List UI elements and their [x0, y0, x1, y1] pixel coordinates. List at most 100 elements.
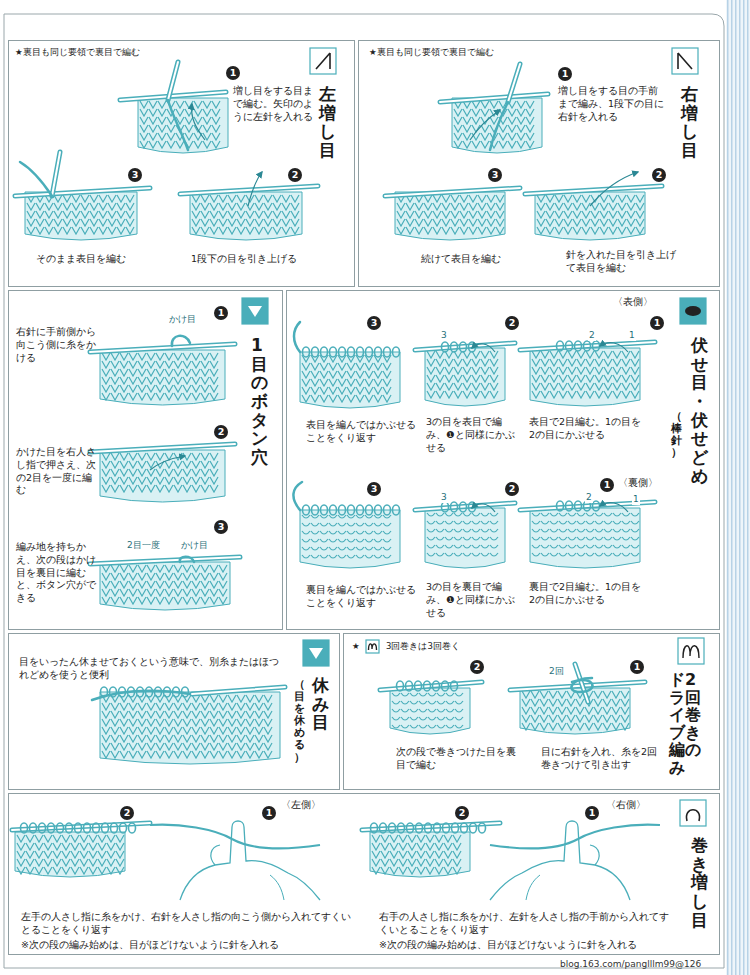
callout-number: 2	[120, 806, 134, 820]
side-label: 〈左側〉	[280, 799, 322, 810]
step-caption: 編み地を持ちかえ、次の段はかけ目を裏目に編むと、ボタン穴ができる	[16, 541, 96, 605]
stitch-loops	[21, 823, 136, 833]
note-text: 3回巻きは3回巻く	[386, 641, 460, 651]
knitting-needle	[90, 344, 235, 352]
motion-arrow	[590, 172, 638, 206]
chart-symbol	[366, 640, 379, 653]
callout-number: 1	[262, 806, 276, 820]
hand-drawing	[490, 821, 660, 900]
callout-number: 1	[585, 806, 599, 820]
hand-drawing	[150, 821, 320, 900]
step-caption: 左手の人さし指に糸をかけ、右針を人さし指の向こう側から入れてすくいとることをくり…	[21, 911, 351, 937]
illustration	[4, 0, 750, 975]
step-caption: 次の段で巻きつけた目を裏目で編む	[396, 746, 516, 772]
knitting-needle	[510, 682, 645, 690]
callout-number: 3	[214, 520, 228, 534]
step-caption: 1段下の目を引き上げる	[191, 253, 336, 266]
vertical-title: 右増し目	[681, 85, 698, 160]
technique-panel: 右増し目★裏目も同じ要領で裏目で編む増し目をする目の手前まで編み、1段下の目に右…	[358, 40, 720, 287]
step-caption: 右手の人さし指に糸をかけ、左針を人さし指の手前から入れてすくいとることをくり返す	[379, 911, 669, 937]
part-label: 3	[440, 330, 448, 341]
step-caption: ★裏目も同じ要領で裏目で編む	[15, 47, 245, 58]
chart-symbol	[242, 298, 268, 324]
callout-number: 2	[455, 806, 469, 820]
knitting-needle	[415, 503, 515, 510]
knit-swatch	[138, 98, 228, 153]
knit-swatch	[520, 688, 630, 734]
knit-swatch	[190, 192, 302, 240]
stitch-loops	[557, 341, 600, 351]
stitch-loops	[442, 342, 476, 352]
yarn	[172, 336, 190, 346]
part-label: 2回	[548, 666, 565, 677]
step-caption: 右針に手前側から向こう側に糸をかける	[16, 326, 96, 364]
motion-arrow	[472, 344, 495, 352]
knitting-needle	[575, 664, 588, 702]
motion-arrow	[470, 110, 500, 140]
chart-symbol	[672, 48, 698, 74]
step-caption: 3の目を裏目で編み、❶と同様にかぶせる	[426, 581, 521, 619]
stitch-loops	[397, 681, 458, 691]
yarn	[20, 162, 52, 196]
step-caption: 増し目をする目まで編む。矢印のように左針を入れる	[233, 85, 315, 123]
knit-swatch	[390, 688, 470, 734]
step-caption: 針を入れた目を引き上げて表目を編む	[566, 249, 681, 275]
yarn	[180, 557, 194, 562]
callout-number: 3	[488, 168, 502, 182]
knitting-needle	[415, 343, 515, 350]
watermark: blog.163.com/panglllm99@126	[560, 959, 701, 970]
knit-swatch	[530, 508, 640, 568]
step-caption: 表目で2目編む。1の目を2の目にかぶせる	[529, 416, 647, 442]
callout-number: 1	[600, 478, 614, 492]
step-caption: ※次の段の編み始めは、目がほどけないように針を入れる	[21, 939, 351, 952]
step-caption: 表目を編んではかぶせることをくり返す	[306, 419, 416, 445]
knit-swatch	[535, 192, 645, 240]
technique-panel: 2回巻きのドライブ編み目に右針を入れ、糸を2回巻きつけて引き出す次の段で巻きつけ…	[343, 633, 720, 790]
side-stripes	[726, 0, 750, 975]
technique-panel: 休み目 （目を休める） 目をいったん休ませておくという意味で、別糸またはほつれどめを…	[8, 633, 340, 790]
callout-number: 3	[367, 316, 381, 330]
knit-swatch	[100, 450, 225, 502]
step-caption: 目をいったん休ませておくという意味で、別糸またはほつれどめを使うと便利	[19, 656, 284, 682]
part-label: 2	[588, 330, 596, 341]
knit-swatch	[100, 562, 230, 610]
vertical-title: （目を休める）	[294, 679, 305, 764]
vertical-title: 1目のボタン穴	[251, 336, 268, 467]
knitting-needle	[180, 186, 318, 194]
motion-arrow	[248, 172, 262, 206]
knitting-needle	[380, 682, 482, 690]
knitting-needle	[440, 94, 548, 102]
yarn	[293, 482, 302, 510]
vertical-title: 休み目	[312, 676, 329, 732]
step-caption: ★裏目も同じ要領で裏目で編む	[369, 47, 599, 58]
step-caption: 裏目を編んではかぶせることをくり返す	[306, 584, 416, 610]
motion-arrow	[150, 456, 185, 470]
note-text: ★	[352, 641, 360, 651]
step-caption: 3の目を表目で編み、❶と同様にかぶせる	[426, 416, 521, 454]
vertical-title: 伏せ目・伏せどめ	[691, 336, 708, 486]
part-label: 2	[585, 492, 593, 503]
yarn	[294, 322, 300, 352]
yarn	[168, 100, 188, 150]
knitting-needle	[525, 186, 662, 194]
knit-swatch	[15, 832, 125, 877]
knitting-needle	[90, 557, 240, 564]
knitting-needle	[120, 92, 226, 100]
yarn	[490, 102, 508, 150]
step-caption: 続けて表目を編む	[421, 253, 531, 266]
part-label: 2目一度	[126, 540, 161, 551]
knit-swatch	[300, 352, 400, 408]
step-caption: 目に右針を入れ、糸を2回巻きつけて引き出す	[541, 746, 661, 772]
yarn	[92, 691, 190, 700]
technique-panel: 伏せ目・伏せどめ（棒針）表目で2目編む。1の目を2の目にかぶせる3の目を表目で編…	[286, 290, 720, 630]
part-label: 3	[440, 492, 448, 503]
callout-number: 1	[630, 660, 644, 674]
knit-swatch	[370, 832, 470, 877]
motion-arrow	[600, 503, 628, 512]
knit-swatch	[395, 192, 505, 240]
knitting-needle	[508, 64, 520, 102]
page-frame	[4, 14, 724, 968]
chart-symbol	[680, 298, 706, 324]
side-label: 〈表側〉	[612, 296, 654, 307]
